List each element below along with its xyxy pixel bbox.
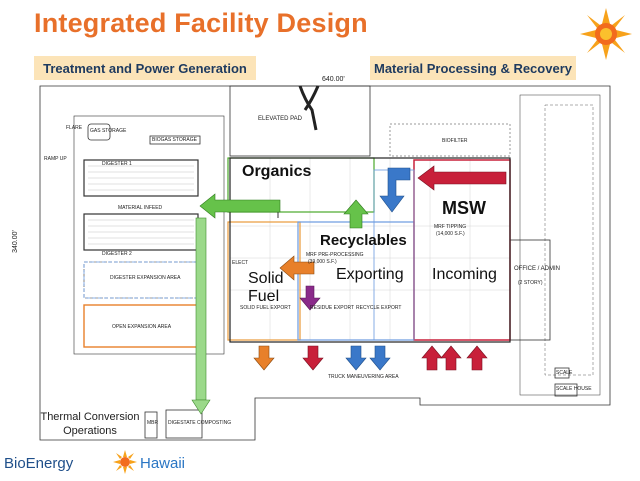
recyclables-label: Recyclables [320,232,407,249]
blue-arrow-truck-1 [345,345,367,371]
digester-1-label: DIGESTER 1 [102,161,132,167]
ramp-road [298,85,320,131]
brand-name-right: Hawaii [140,455,186,472]
truck-area-label: TRUCK MANEUVERING AREA [328,374,399,380]
ramp-label: RAMP UP [44,156,67,162]
blue-arrow-truck-2 [369,345,391,371]
digester-expansion-label: DIGESTER EXPANSION AREA [110,275,181,281]
digestate-label: DIGESTATE COMPOSTING [168,420,232,426]
red-arrow-truck-1 [302,345,324,371]
incoming-label: Incoming [432,266,497,283]
residue-export-label: RESIDUE EXPORT [310,305,355,311]
brand-sun-icon [113,450,137,474]
red-arrow-incoming-1 [421,345,443,371]
green-arrow-down-head [191,399,211,415]
office-story-label: (2 STORY) [518,280,543,286]
organics-label: Organics [242,163,312,180]
dim-top-label: 640.00' [322,76,345,83]
scale-label: SCALE [556,370,573,376]
recycle-export-label: RECYCLE EXPORT [356,305,402,311]
brand-name-left: BioEnergy [4,455,74,472]
thermal-conversion-label: Thermal Conversion Operations [40,411,140,437]
solid-fuel-export-label: SOLID FUEL EXPORT [240,305,291,311]
red-arrow-msw [417,165,507,191]
elect-label: ELECT [232,260,249,266]
digester-1 [83,159,199,197]
mrf-preprocessing-label: MRF PRE-PROCESSING [306,252,364,258]
open-expansion-label: OPEN EXPANSION AREA [112,324,172,330]
mbr-label: MBR [147,420,159,426]
green-arrow-up [343,199,369,229]
green-arrow-infeed [199,193,281,219]
office-label: OFFICE / ADMIN [514,266,561,272]
building-outline [229,157,511,343]
mrf-tipping-area: (14,000 S.F.) [436,231,465,237]
sun-logo-icon [580,8,632,60]
msw-label: MSW [442,198,486,218]
blue-arrow-bend [379,167,411,213]
banner-treatment: Treatment and Power Generation [34,56,256,80]
exporting-label: Exporting [336,266,404,283]
digester-2-label: DIGESTER 2 [102,251,132,257]
biofilter-zone [389,123,511,157]
biofilter-label: BIOFILTER [442,138,468,144]
page-title: Integrated Facility Design [34,8,368,38]
red-arrow-incoming-2 [440,345,462,371]
mrf-preprocessing-area: (39,000 S.F.) [308,259,337,265]
orange-arrow-left [279,255,315,281]
mrf-tipping-label: MRF TIPPING [434,224,467,230]
purple-arrow-down [299,285,321,311]
red-arrow-incoming-3 [466,345,488,371]
gas-storage-label: GAS STORAGE [90,128,127,134]
treatment-zone [73,115,225,355]
elevated-pad-label: ELEVATED PAD [258,116,303,122]
scale-house-label: SCALE HOUSE [556,386,592,392]
green-arrow-down-bar [195,217,207,401]
material-infeed-label: MATERIAL INFEED [118,205,163,211]
solid-fuel-zone [227,221,301,341]
banner-material: Material Processing & Recovery [370,56,576,80]
msw-zone [413,159,511,341]
orange-arrow-truck [253,345,275,371]
solid-fuel-label: Solid Fuel [248,270,284,305]
biogas-storage-label: BIOGAS STORAGE [152,137,197,143]
flow-arrows [191,165,507,415]
flare-label: FLARE [66,125,83,131]
site-boundary [39,85,611,441]
dim-side-label: 340.00' [11,230,19,253]
office-zone [509,239,551,341]
